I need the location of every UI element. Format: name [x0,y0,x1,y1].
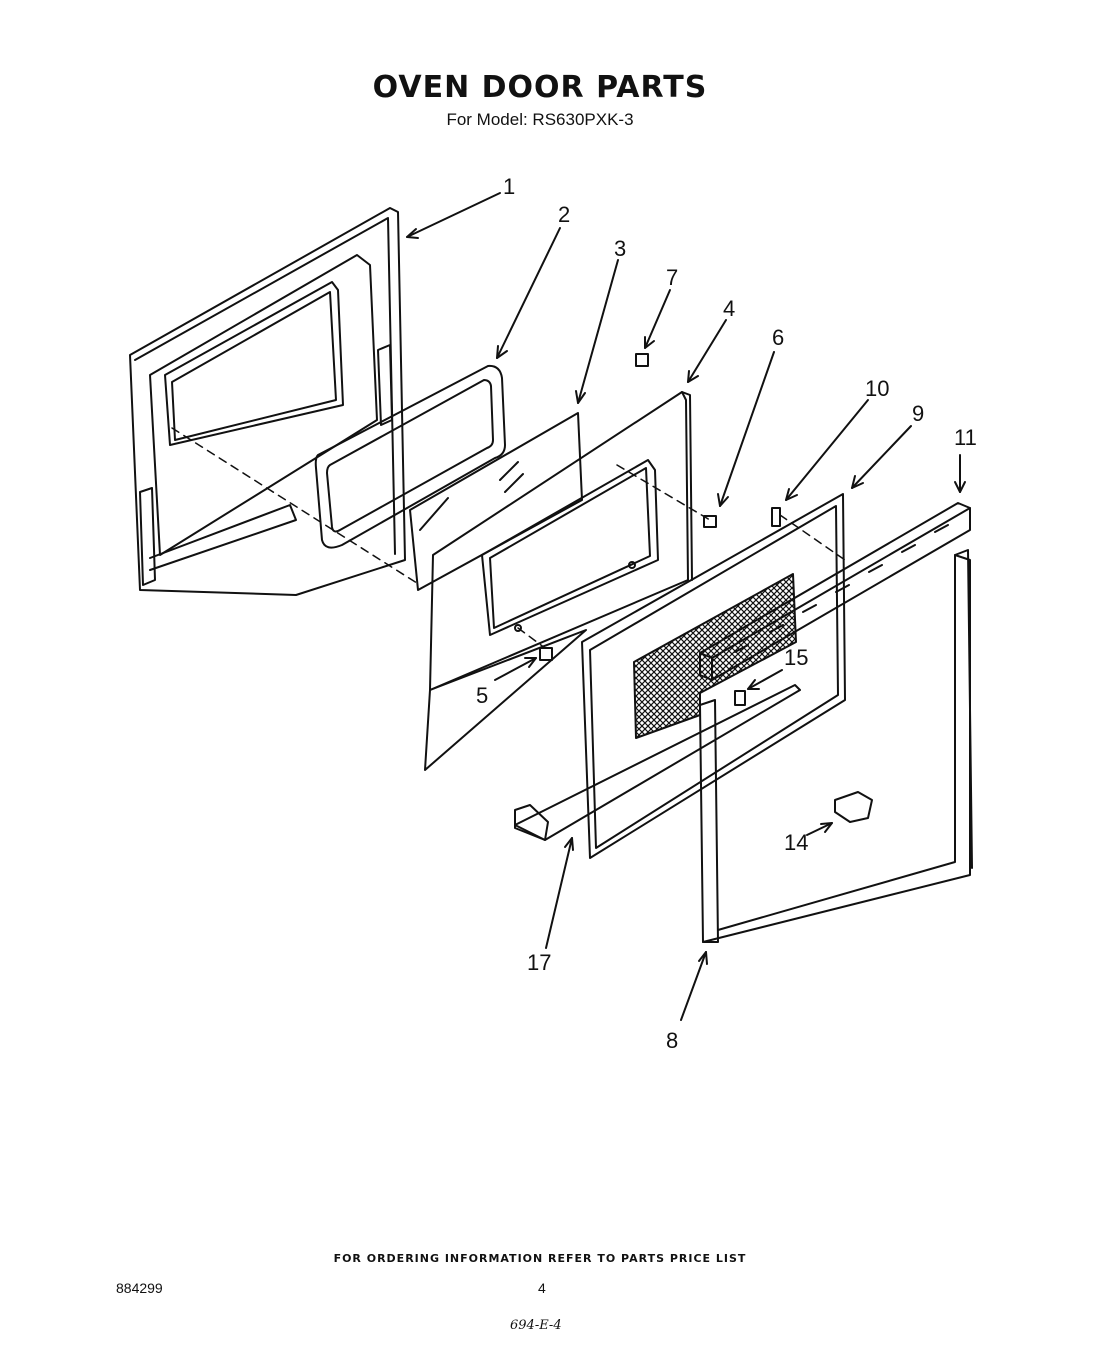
callout-10: 10 [865,376,889,401]
part-clip-15 [734,690,746,706]
callout-labels: 1 2 3 7 4 6 10 9 11 5 15 14 17 8 [476,174,977,1053]
part-clip-5 [539,647,553,661]
part-inner-door-panel [424,391,693,771]
callout-2: 2 [558,202,570,227]
part-latch [834,791,873,823]
part-outer-door-panel [129,207,406,596]
part-window-glass [409,412,583,591]
callout-leader-lines [406,192,966,1021]
part-door-frame [699,549,973,943]
page-number: 4 [538,1280,546,1296]
document-number: 884299 [116,1280,163,1296]
callout-7: 7 [666,265,678,290]
part-door-gasket [314,364,506,549]
handwritten-code: 694-E-4 [510,1318,562,1333]
part-clip-6 [703,515,717,528]
part-clip-10 [771,507,781,527]
callout-15: 15 [784,645,808,670]
callout-9: 9 [912,401,924,426]
callout-6: 6 [772,325,784,350]
callout-11: 11 [954,425,977,450]
page-title: OVEN DOOR PARTS [372,70,708,105]
callout-8: 8 [666,1028,678,1053]
model-subtitle: For Model: RS630PXK-3 [446,110,634,129]
callout-4: 4 [723,296,735,321]
callout-14: 14 [784,830,808,855]
callout-5: 5 [476,683,488,708]
alignment-lines [171,427,846,649]
part-inner-glass-with-mesh [581,493,846,859]
callout-3: 3 [614,236,626,261]
callout-1: 1 [503,174,515,199]
ordering-note: FOR ORDERING INFORMATION REFER TO PARTS … [333,1252,747,1265]
part-clip-7 [635,353,649,367]
callout-17: 17 [527,950,551,975]
part-bottom-bracket [514,684,801,841]
part-top-vent-channel [699,502,971,681]
